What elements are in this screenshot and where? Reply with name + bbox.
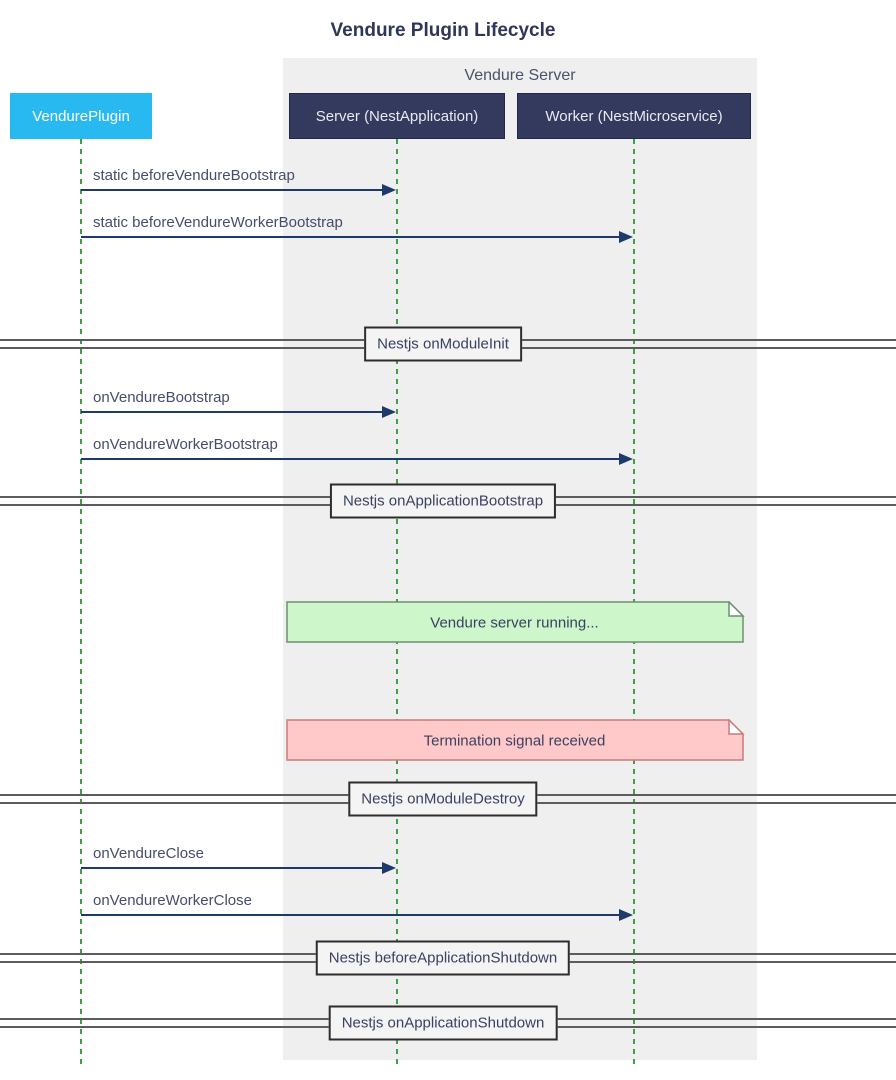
message-label: onVendureBootstrap (93, 389, 230, 406)
message-label: static beforeVendureBootstrap (93, 167, 295, 184)
message-arrowhead-icon (382, 184, 396, 196)
divider-label: Nestjs onApplicationShutdown (328, 1005, 558, 1041)
divider-label: Nestjs beforeApplicationShutdown (315, 940, 571, 976)
message-line (81, 458, 626, 461)
message-line (81, 236, 626, 239)
note-label: Termination signal received (424, 733, 606, 750)
message-arrowhead-icon (619, 453, 633, 465)
message-line (81, 411, 389, 414)
message-label: onVendureClose (93, 845, 204, 862)
participant-label: VendurePlugin (32, 107, 130, 125)
frame-label: Vendure Server (464, 67, 576, 84)
message-arrowhead-icon (619, 231, 633, 243)
note-red: Termination signal received (286, 719, 745, 761)
divider-label: Nestjs onModuleInit (364, 326, 522, 362)
participant-server: Server (NestApplication) (289, 93, 505, 139)
message-label: onVendureWorkerClose (93, 892, 252, 909)
message-label: static beforeVendureWorkerBootstrap (93, 214, 343, 231)
note-green: Vendure server running... (286, 601, 745, 643)
message-arrowhead-icon (619, 909, 633, 921)
note-label: Vendure server running... (430, 615, 598, 632)
participant-label: Server (NestApplication) (315, 107, 479, 125)
diagram-title: Vendure Plugin Lifecycle (330, 20, 556, 41)
message-arrowhead-icon (382, 862, 396, 874)
message-label: onVendureWorkerBootstrap (93, 436, 278, 453)
divider-label: Nestjs onApplicationBootstrap (329, 483, 557, 519)
divider-label: Nestjs onModuleDestroy (348, 781, 538, 817)
message-line (81, 867, 389, 870)
participant-worker: Worker (NestMicroservice) (517, 93, 751, 139)
participant-label: Worker (NestMicroservice) (545, 107, 723, 125)
message-line (81, 914, 626, 917)
message-line (81, 189, 389, 192)
message-arrowhead-icon (382, 406, 396, 418)
vendure-server-frame: Vendure Server (283, 58, 757, 1060)
lifeline-plugin (80, 139, 82, 1066)
participant-plugin: VendurePlugin (10, 93, 152, 139)
